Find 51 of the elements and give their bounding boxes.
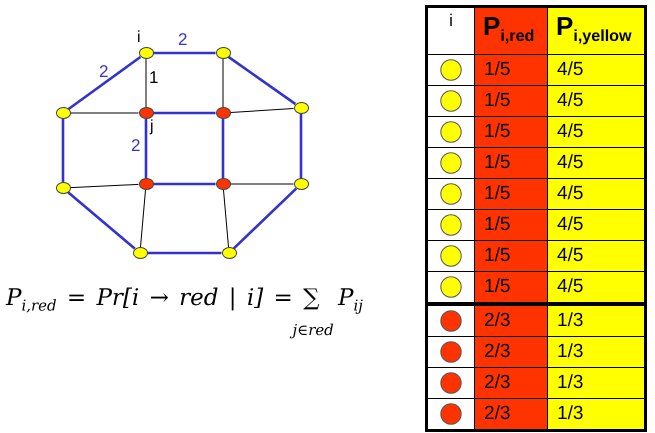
edge-line bbox=[148, 252, 222, 254]
value-cell: 1/5 bbox=[474, 240, 548, 272]
edge-line bbox=[228, 56, 296, 106]
value-cell: 1/5 bbox=[474, 148, 548, 178]
value-cell: 4/5 bbox=[548, 178, 646, 210]
edge-line bbox=[140, 190, 146, 248]
node-label: i bbox=[137, 30, 141, 46]
edge-line bbox=[70, 184, 139, 188]
edge-label: 2 bbox=[131, 137, 140, 154]
edge-line bbox=[70, 112, 139, 114]
column-header: P$_{i,yellow}$ bbox=[548, 6, 646, 54]
edge-line bbox=[300, 114, 302, 178]
value-cell: 4/5 bbox=[548, 210, 646, 240]
edge-label: 2 bbox=[99, 63, 108, 80]
value-cell: 1/5 bbox=[474, 272, 548, 304]
value-cell: 4/5 bbox=[548, 148, 646, 178]
value-cell: 2/3 bbox=[474, 304, 548, 336]
value-cell: 1/5 bbox=[474, 116, 548, 148]
edge-line bbox=[154, 52, 216, 54]
edge-line bbox=[232, 188, 298, 250]
edge-line bbox=[62, 119, 64, 182]
edge-line bbox=[67, 191, 136, 250]
value-cell: 1/5 bbox=[474, 54, 548, 86]
column-header: P$_{i,red}$ bbox=[474, 6, 548, 54]
node-label: j bbox=[150, 119, 154, 135]
edge-line bbox=[154, 182, 216, 186]
value-cell: 4/5 bbox=[548, 116, 646, 148]
value-cell: 2/3 bbox=[474, 336, 548, 368]
value-cell: 1/3 bbox=[548, 304, 646, 336]
edge-line bbox=[144, 119, 148, 178]
value-cell: 4/5 bbox=[548, 272, 646, 304]
value-cell: 2/3 bbox=[474, 398, 548, 430]
edge-label: 1 bbox=[149, 69, 158, 86]
edge-line bbox=[222, 119, 224, 178]
value-cell: 1/3 bbox=[548, 398, 646, 430]
edge-line bbox=[223, 190, 229, 248]
value-cell: 1/3 bbox=[548, 368, 646, 398]
value-cell: 4/5 bbox=[548, 86, 646, 116]
edge-line bbox=[230, 108, 294, 113]
value-cell: 2/3 bbox=[474, 368, 548, 398]
edge-line bbox=[222, 58, 224, 108]
value-cell: 4/5 bbox=[548, 240, 646, 272]
edge-line bbox=[68, 56, 142, 110]
value-cell: 1/5 bbox=[474, 210, 548, 240]
column-header: i bbox=[449, 12, 453, 30]
value-cell: 4/5 bbox=[548, 54, 646, 86]
value-cell: 1/5 bbox=[474, 178, 548, 210]
value-cell: 1/3 bbox=[548, 336, 646, 368]
value-cell: 1/5 bbox=[474, 86, 548, 116]
edge-label: 2 bbox=[178, 31, 188, 48]
edge-line bbox=[154, 112, 216, 114]
